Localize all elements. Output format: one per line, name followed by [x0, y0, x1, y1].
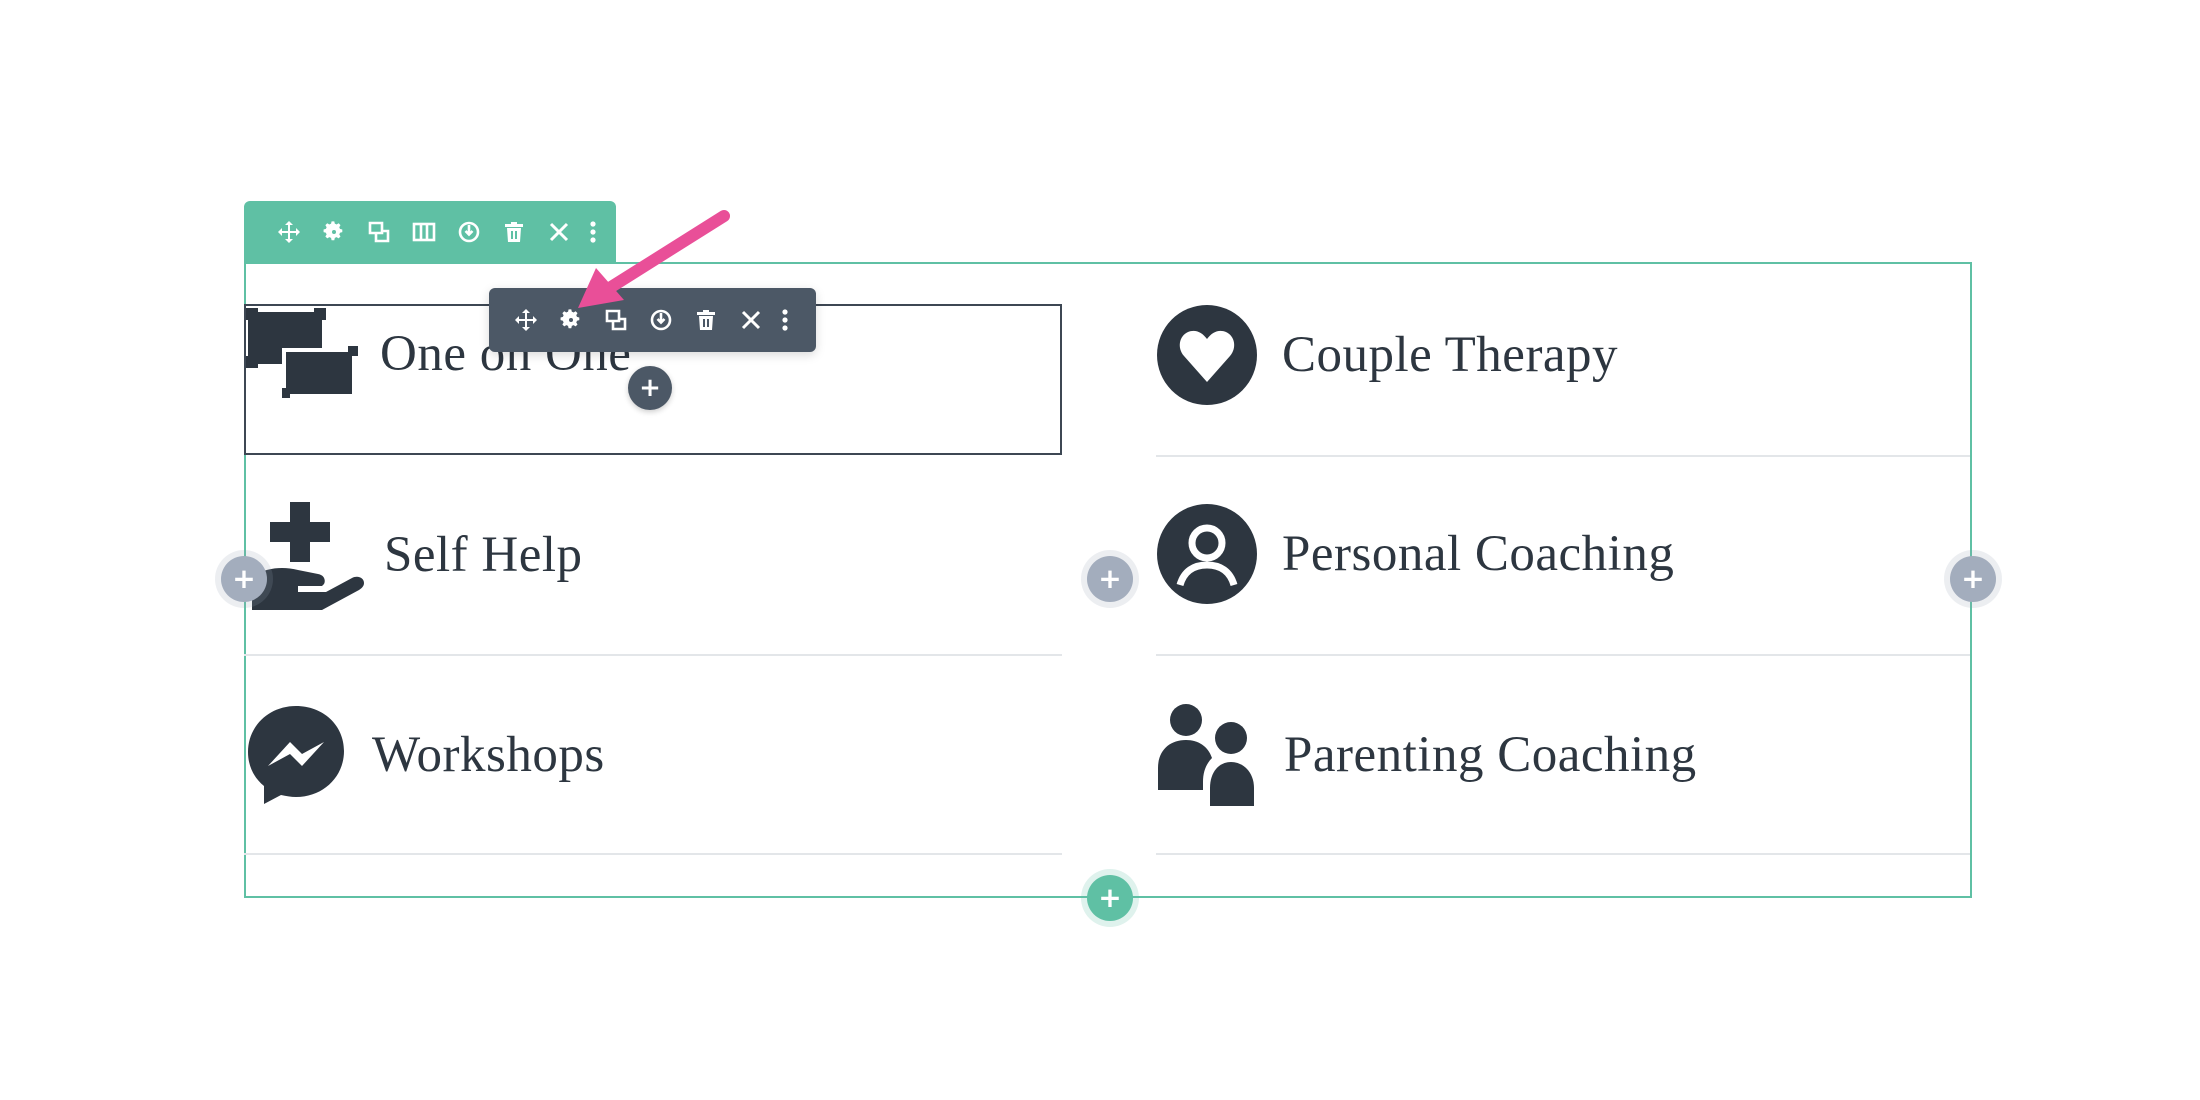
add-module-button[interactable]: +: [628, 366, 672, 410]
trash-icon[interactable]: [683, 298, 728, 343]
duplicate-icon[interactable]: [356, 209, 401, 254]
divider: [244, 853, 1062, 855]
hand-holding-medical-icon: [246, 500, 364, 610]
add-column-middle-button[interactable]: +: [1087, 556, 1133, 602]
module-toolbar: [489, 288, 816, 352]
item-label: Workshops: [372, 727, 605, 783]
divider: [1156, 853, 1970, 855]
more-icon[interactable]: [581, 209, 605, 254]
annotation-arrow: [578, 210, 730, 308]
duplicate-icon[interactable]: [593, 298, 638, 343]
save-icon[interactable]: [638, 298, 683, 343]
heart-circle-icon: [1156, 304, 1258, 406]
divider: [1156, 455, 1970, 457]
save-icon[interactable]: [446, 209, 491, 254]
item-label: Couple Therapy: [1282, 327, 1619, 383]
list-item[interactable]: Parenting Coaching: [1156, 702, 1697, 808]
settings-icon[interactable]: [311, 209, 356, 254]
close-icon[interactable]: [536, 209, 581, 254]
list-item[interactable]: Self Help: [246, 500, 583, 610]
item-label: Personal Coaching: [1282, 526, 1675, 582]
user-friends-icon: [1156, 702, 1262, 808]
list-item[interactable]: Personal Coaching: [1156, 503, 1674, 605]
more-icon[interactable]: [773, 298, 797, 343]
settings-icon[interactable]: [548, 298, 593, 343]
item-label: Self Help: [384, 527, 583, 583]
divider: [1156, 654, 1970, 656]
move-icon[interactable]: [266, 209, 311, 254]
columns-icon[interactable]: [401, 209, 446, 254]
item-label: Parenting Coaching: [1284, 727, 1697, 783]
user-circle-icon: [1156, 503, 1258, 605]
row-toolbar: [244, 201, 616, 262]
list-item[interactable]: Workshops: [246, 704, 605, 806]
list-item[interactable]: Couple Therapy: [1156, 304, 1618, 406]
add-column-left-button[interactable]: +: [221, 556, 267, 602]
messenger-icon: [246, 704, 346, 806]
move-icon[interactable]: [503, 298, 548, 343]
add-column-right-button[interactable]: +: [1950, 556, 1996, 602]
divider: [244, 654, 1062, 656]
add-row-button[interactable]: +: [1087, 875, 1133, 921]
trash-icon[interactable]: [491, 209, 536, 254]
screens-icon: [246, 306, 360, 402]
close-icon[interactable]: [728, 298, 773, 343]
